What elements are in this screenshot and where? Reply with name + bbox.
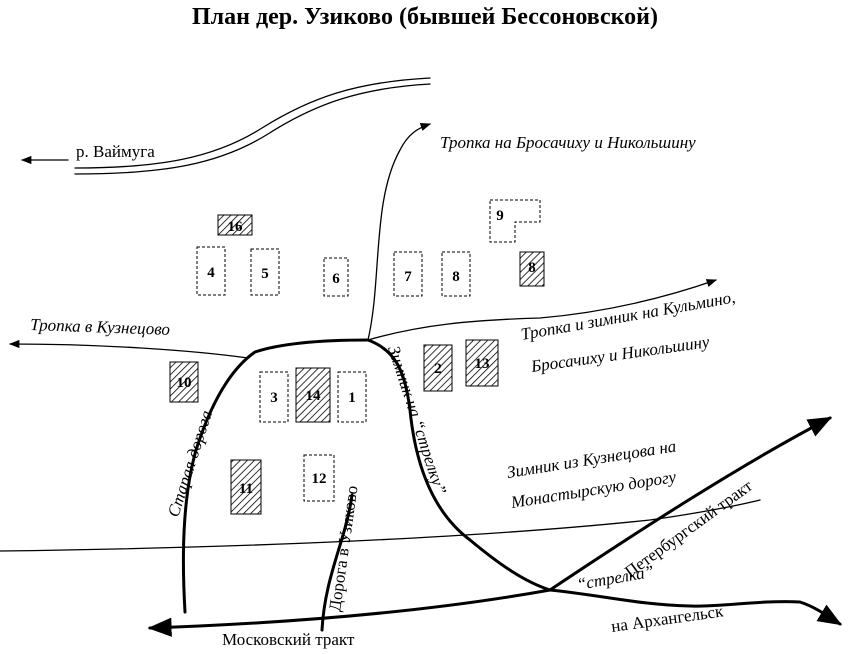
winter-road-strelka (366, 338, 552, 592)
svg-text:8: 8 (452, 269, 460, 285)
old-road (181, 338, 370, 614)
svg-text:8: 8 (528, 260, 536, 276)
svg-text:7: 7 (404, 269, 412, 285)
svg-text:3: 3 (270, 390, 278, 406)
house-14: 14 (295, 367, 331, 423)
svg-text:10: 10 (177, 375, 192, 391)
house-1: 1 (337, 371, 367, 423)
svg-text:2: 2 (434, 361, 442, 377)
svg-text:9: 9 (496, 208, 504, 224)
river-label: р. Ваймуга (76, 142, 155, 161)
house-7: 7 (393, 251, 423, 297)
arkhangelsk-road (548, 588, 843, 626)
path-kuznetsovo-label: Тропка в Кузнецово (30, 315, 170, 339)
path-north (367, 123, 431, 341)
svg-text:5: 5 (261, 266, 269, 282)
house-10: 10 (169, 361, 199, 403)
svg-text:4: 4 (207, 265, 215, 281)
svg-text:13: 13 (475, 356, 490, 372)
old-road-label: Старая дорога (164, 408, 216, 519)
house-6: 6 (323, 257, 349, 297)
road-uzikovo-label: Дорога в Узиково (325, 484, 361, 612)
moscow-tract (147, 588, 552, 637)
moscow-tract-label: Московский тракт (222, 630, 355, 649)
house-4: 4 (196, 246, 226, 296)
house-8: 8 (441, 251, 471, 297)
road-uzikovo (320, 493, 354, 632)
house-3: 3 (259, 371, 289, 423)
house-12: 12 (303, 454, 335, 502)
petersburg-tract (548, 416, 833, 592)
arkhangelsk-label: на Архангельск (610, 601, 725, 636)
house-13: 13 (465, 339, 499, 387)
house-8-hatched: 8 (519, 251, 545, 287)
svg-text:6: 6 (332, 271, 340, 287)
house-2: 2 (423, 344, 453, 392)
map-title: План дер. Узиково (бывшей Бессоновской) (192, 4, 658, 30)
path-kuznetsovo (8, 339, 249, 359)
house-9: 9 (489, 199, 541, 243)
svg-text:14: 14 (306, 388, 322, 404)
svg-text:1: 1 (348, 390, 356, 406)
svg-text:11: 11 (239, 481, 253, 497)
svg-text:16: 16 (228, 219, 244, 235)
winter-road-kuznetsovo (0, 499, 761, 552)
path-kulmino (367, 279, 717, 341)
house-5: 5 (250, 248, 280, 296)
river-vaimuga (74, 77, 431, 175)
path-kulmino-label-2: Бросачиху и Никольшину (529, 332, 711, 376)
path-north-label: Тропка на Бросачиху и Никольшину (440, 133, 696, 152)
house-16: 16 (217, 214, 253, 236)
svg-text:12: 12 (312, 471, 327, 487)
house-11: 11 (230, 459, 262, 515)
